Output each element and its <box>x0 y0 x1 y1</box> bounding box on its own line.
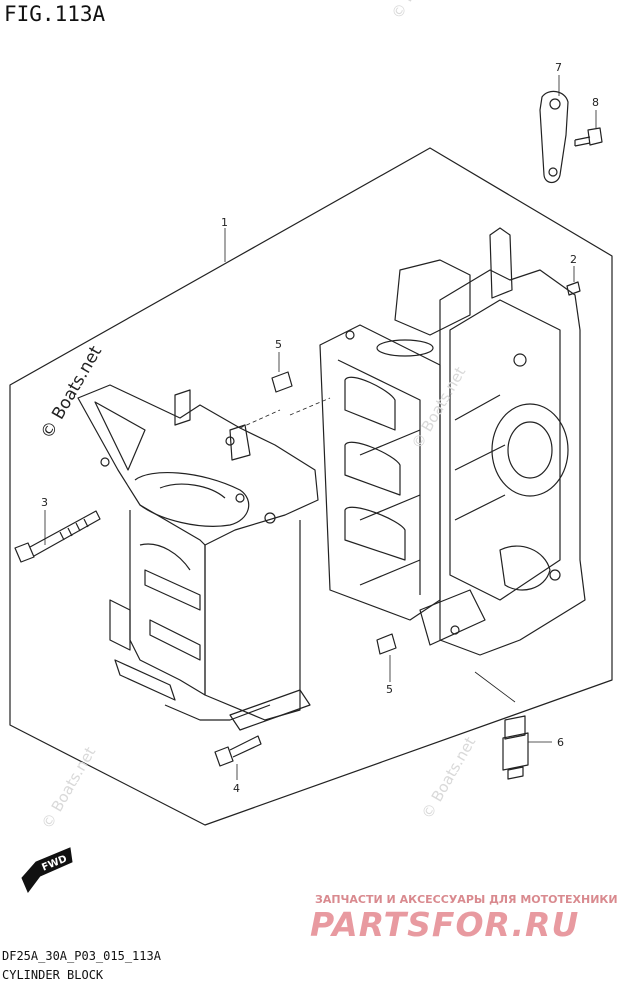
callout-3: 3 <box>41 496 48 509</box>
part-8-bolt <box>574 127 603 147</box>
part-3-bolt <box>14 510 101 563</box>
fwd-direction-badge: FWD <box>21 847 73 893</box>
part-7-bracket <box>539 90 569 184</box>
watermark-faint: © Boats.net <box>408 364 469 452</box>
cylinder-block-left-half <box>77 384 319 731</box>
part-5-pin-upper <box>271 371 293 393</box>
callout-2: 2 <box>570 253 577 266</box>
assembly-boundary <box>9 147 613 826</box>
watermark-faint: © Boats.net <box>388 0 449 22</box>
leader-lines <box>44 75 597 780</box>
part-6-sensor <box>502 715 529 780</box>
watermark-faint: © Boats.net <box>418 734 479 822</box>
callout-8: 8 <box>592 96 599 109</box>
callout-4: 4 <box>233 782 240 795</box>
callout-6: 6 <box>557 736 564 749</box>
callout-1: 1 <box>221 216 228 229</box>
drawing-code: DF25A_30A_P03_015_113A <box>2 949 161 963</box>
watermark-main: © Boats.net <box>37 342 106 442</box>
callout-5-lower: 5 <box>386 683 393 696</box>
dealer-logo: PARTSFOR.RU <box>310 905 580 944</box>
figure-title: FIG.113A <box>4 2 106 26</box>
cylinder-block-right-half <box>319 227 586 656</box>
part-5-pin-lower <box>376 633 397 655</box>
watermark-faint: © Boats.net <box>38 744 99 832</box>
callout-7: 7 <box>555 61 562 74</box>
dealer-tagline: ЗАПЧАСТИ И АКСЕССУАРЫ ДЛЯ МОТОТЕХНИКИ <box>315 893 618 906</box>
part-4-bolt <box>214 735 262 767</box>
part-2-dowel <box>566 281 581 296</box>
part-group-name: CYLINDER BLOCK <box>2 968 104 982</box>
callout-5-upper: 5 <box>275 338 282 351</box>
